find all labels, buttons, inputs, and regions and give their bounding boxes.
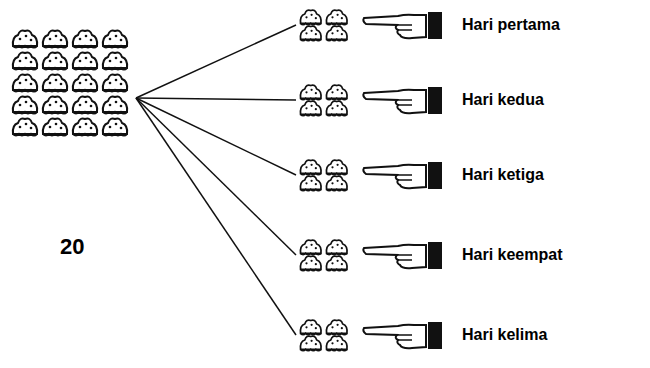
day-label: Hari ketiga — [460, 166, 546, 184]
cake-cluster-box: 20 — [8, 24, 136, 264]
fan-line — [136, 98, 296, 335]
day-group-box: Hari kelima — [296, 318, 553, 352]
fan-line — [136, 25, 296, 98]
cake-groups — [300, 10, 347, 350]
day-group-box: Hari pertama — [296, 8, 566, 42]
day-label: Hari pertama — [460, 16, 562, 34]
day-label: Hari keempat — [460, 246, 565, 264]
count-number: 20 — [58, 234, 86, 260]
day-label: Hari kelima — [460, 326, 549, 344]
day-group-box: Hari kedua — [296, 83, 550, 117]
day-group-box: Hari keempat — [296, 238, 569, 272]
cake-cluster — [13, 31, 127, 136]
fan-line — [136, 98, 296, 100]
pointing-hands — [363, 12, 442, 349]
day-label: Hari kedua — [460, 91, 546, 109]
fan-line — [136, 98, 296, 255]
day-group-box: Hari ketiga — [296, 158, 550, 192]
fan-line — [136, 98, 296, 175]
